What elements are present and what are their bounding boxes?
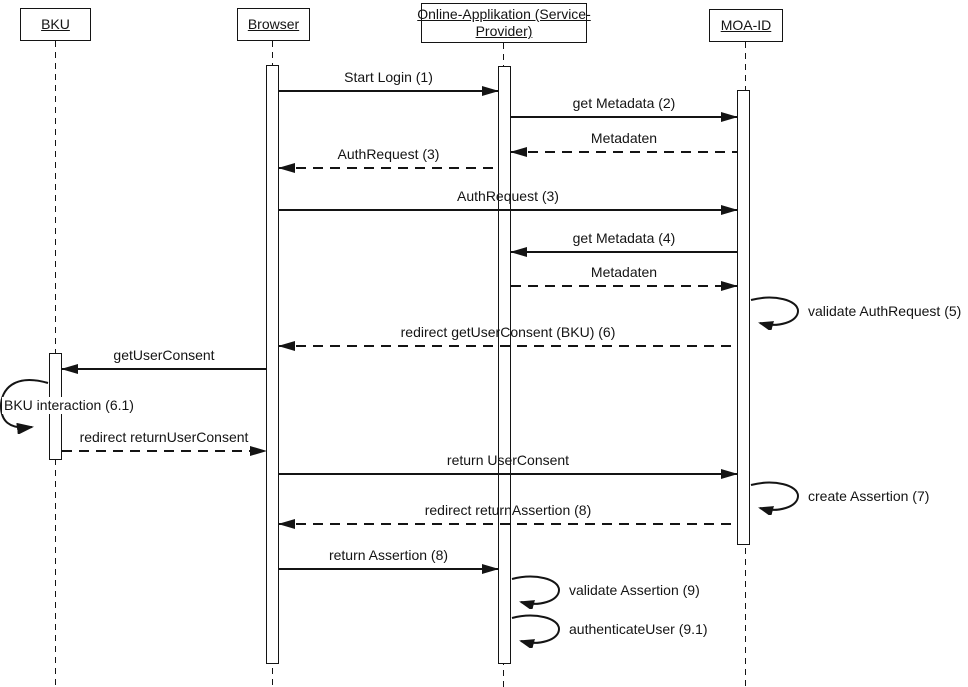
self-message-arc [750, 296, 800, 332]
message-validate-assertion: validate Assertion (9) [511, 575, 741, 611]
message-create-assertion: create Assertion (7) [750, 481, 968, 517]
self-message-arc [0, 379, 49, 435]
arrowhead-left-icon [278, 519, 295, 529]
message-line [62, 450, 266, 452]
actor-label-service-provider-line1: Online-Applikation (Service- [417, 6, 591, 22]
message-label: Metadaten [590, 264, 658, 280]
message-label: return UserConsent [446, 452, 570, 468]
arrowhead-left-icon [61, 364, 78, 374]
self-message-arc [750, 481, 800, 517]
arrowhead-right-icon [721, 112, 738, 122]
self-message-label: BKU interaction (6.1) [2, 397, 136, 414]
arrowhead-right-icon [482, 564, 499, 574]
message-line [511, 251, 737, 253]
message-redirect-returnassertion: redirect returnAssertion (8) [278, 501, 737, 529]
activation-bar-moa-id [737, 90, 750, 545]
arrowhead-left-icon [278, 341, 295, 351]
message-line [279, 473, 737, 475]
message-label: redirect getUserConsent (BKU) (6) [400, 324, 616, 340]
self-message-arc [511, 614, 561, 650]
message-line [62, 368, 266, 370]
actor-box-moa-id: MOA-ID [709, 9, 783, 42]
message-label: getUserConsent [113, 347, 215, 363]
self-message-arc [511, 575, 561, 611]
self-message-label: validate AuthRequest (5) [806, 303, 964, 320]
message-validate-authrequest: validate AuthRequest (5) [750, 296, 968, 332]
message-redirect-returnuserconsent: redirect returnUserConsent [62, 428, 267, 456]
actor-label-bku: BKU [41, 16, 70, 32]
message-label: AuthRequest (3) [337, 146, 440, 162]
message-authrequest-to-moa: AuthRequest (3) [279, 187, 738, 215]
activation-bar-browser [266, 65, 279, 664]
message-label: AuthRequest (3) [457, 188, 559, 204]
arrowhead-left-icon [278, 163, 295, 173]
message-line [511, 151, 737, 153]
message-line [279, 568, 498, 570]
actor-label-browser: Browser [247, 16, 300, 32]
message-authrequest-to-browser: AuthRequest (3) [278, 145, 498, 173]
message-line [279, 209, 737, 211]
arrowhead-left-icon [510, 147, 527, 157]
actor-label-service-provider-line2: Provider) [475, 23, 533, 39]
message-label: redirect returnUserConsent [79, 429, 249, 445]
message-label: Start Login (1) [344, 69, 433, 85]
message-line [511, 116, 737, 118]
arrowhead-right-icon [721, 469, 738, 479]
message-metadaten-return: Metadaten [510, 129, 737, 157]
message-label: get Metadata (2) [572, 95, 676, 111]
message-return-userconsent: return UserConsent [279, 451, 738, 479]
message-label: Metadaten [590, 130, 658, 146]
message-line [279, 345, 737, 347]
message-authenticateuser: authenticateUser (9.1) [511, 614, 741, 650]
arrowhead-right-icon [721, 281, 738, 291]
message-label: return Assertion (8) [328, 547, 449, 563]
self-message-label: create Assertion (7) [806, 488, 932, 505]
message-line [511, 285, 737, 287]
message-label: redirect returnAssertion (8) [424, 502, 592, 518]
actor-box-bku: BKU [20, 8, 91, 41]
actor-box-browser: Browser [237, 8, 310, 41]
message-line [279, 523, 737, 525]
arrowhead-left-icon [510, 247, 527, 257]
message-return-assertion: return Assertion (8) [279, 546, 499, 574]
message-get-metadata-4: get Metadata (4) [510, 229, 737, 257]
message-redirect-getuserconsent: redirect getUserConsent (BKU) (6) [278, 323, 737, 351]
arrowhead-right-icon [721, 205, 738, 215]
self-message-label: authenticateUser (9.1) [567, 621, 710, 638]
activation-bar-service-provider [498, 66, 511, 664]
actor-box-service-provider: Online-Applikation (Service- Provider) [417, 3, 591, 43]
self-message-label: validate Assertion (9) [567, 582, 702, 599]
message-start-login: Start Login (1) [279, 68, 499, 96]
message-getuserconsent: getUserConsent [61, 346, 266, 374]
message-label: get Metadata (4) [572, 230, 676, 246]
message-line [279, 90, 498, 92]
actor-label-moa-id: MOA-ID [720, 17, 772, 33]
message-line [279, 167, 498, 169]
arrowhead-right-icon [482, 86, 499, 96]
arrowhead-right-icon [250, 446, 267, 456]
message-get-metadata-2: get Metadata (2) [511, 94, 738, 122]
message-metadaten-return-2: Metadaten [511, 263, 738, 291]
message-bku-interaction: BKU interaction (6.1) [0, 376, 160, 436]
